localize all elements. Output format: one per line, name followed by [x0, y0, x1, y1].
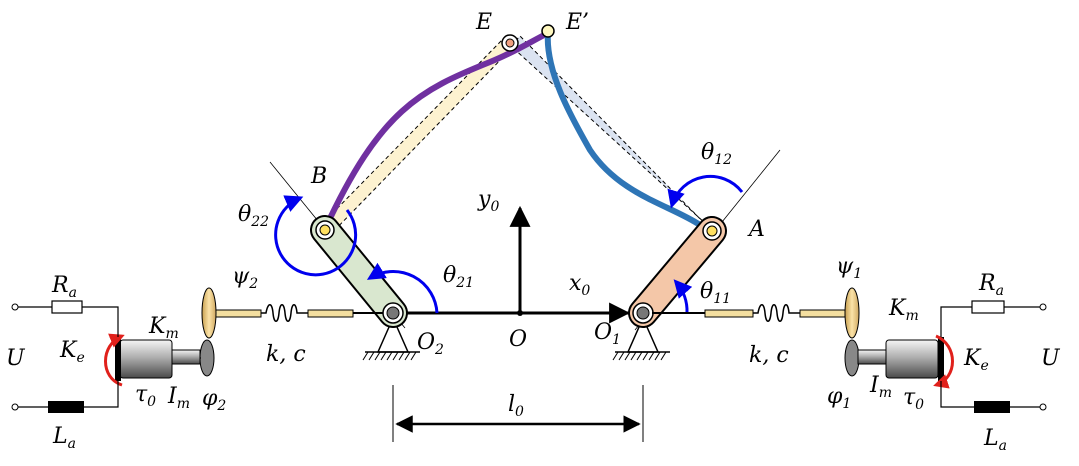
joint-B: [315, 220, 335, 240]
label-phi1: φ1: [827, 384, 851, 412]
label-phi2: φ2: [202, 386, 226, 414]
shaft-right-outer: [799, 309, 846, 318]
disc-phi2: [199, 339, 215, 377]
label-Ra-left: Ra: [51, 273, 77, 301]
terminal-left-bottom: [11, 403, 19, 411]
label-y0: y0: [477, 187, 499, 215]
disc-psi2: [201, 287, 217, 339]
origin-point: [517, 310, 523, 316]
label-A: A: [747, 217, 765, 242]
label-O: O: [509, 327, 527, 352]
joint-O1: [632, 302, 654, 324]
shaft-left-inner: [307, 309, 354, 318]
label-O1: O1: [594, 320, 621, 348]
label-tau0-right: τ0: [903, 385, 924, 413]
label-Km-left: Km: [148, 314, 179, 342]
label-O2: O2: [417, 330, 444, 358]
terminal-right-top: [1039, 303, 1047, 311]
theta22-arc: [274, 195, 358, 277]
label-Ke-right: Ke: [963, 346, 989, 374]
circuit-left: [18, 306, 119, 408]
resistor-Ra-right: [971, 300, 1005, 314]
terminal-left-top: [11, 303, 19, 311]
label-theta11: θ11: [700, 279, 731, 307]
label-E-prime: E’: [565, 10, 589, 35]
label-l0: l0: [508, 392, 524, 420]
motor-left: [115, 337, 201, 381]
ground-support-right: [612, 316, 670, 361]
label-E: E: [475, 10, 492, 35]
motor-right: [857, 337, 944, 381]
label-Im-left: Im: [167, 384, 190, 412]
shaft-left-outer: [212, 309, 262, 318]
disc-psi1: [844, 287, 860, 339]
joint-E: [501, 34, 519, 52]
joint-E-prime: [541, 24, 555, 38]
joint-A: [702, 221, 722, 241]
label-x0: x0: [569, 271, 590, 299]
joint-O2: [382, 302, 404, 324]
shaft-right-inner: [704, 309, 754, 318]
theta11-arc: [673, 279, 693, 314]
label-theta22: θ22: [238, 202, 269, 230]
terminal-right-bottom: [1039, 403, 1047, 411]
label-U-left: U: [6, 346, 26, 371]
crank-link-right: [628, 216, 727, 328]
flexible-link-left: [322, 29, 553, 232]
resistor-Ra-left: [51, 300, 83, 314]
inductor-La-right: [974, 401, 1010, 413]
label-La-left: La: [52, 424, 76, 452]
spring-right: [753, 304, 794, 322]
label-kc-left: k, c: [266, 342, 306, 367]
spring-left: [261, 304, 302, 322]
label-psi1: ψ1: [836, 254, 862, 282]
theta21-arc: [366, 262, 439, 314]
label-Ke-left: Ke: [59, 338, 85, 366]
theta12-arc: [667, 174, 744, 209]
label-U-right: U: [1041, 346, 1061, 371]
label-kc-right: k, c: [749, 343, 789, 368]
circuit-right: [940, 306, 1040, 408]
ground-support-left: [362, 316, 420, 361]
label-Km-right: Km: [888, 296, 919, 324]
disc-phi1: [844, 339, 860, 377]
label-theta12: θ12: [701, 140, 732, 168]
label-Im-right: Im: [869, 373, 892, 401]
label-psi2: ψ2: [232, 264, 258, 292]
rotation-arrow-left: [104, 333, 125, 387]
rigid-link-AE: [510, 35, 716, 235]
label-Ra-right: Ra: [978, 271, 1004, 299]
label-tau0-left: τ0: [135, 382, 156, 410]
inductor-La-left: [48, 401, 84, 413]
label-La-right: La: [983, 426, 1007, 454]
label-B: B: [310, 164, 327, 189]
crank-link-left: [310, 215, 408, 328]
label-theta21: θ21: [443, 263, 474, 291]
